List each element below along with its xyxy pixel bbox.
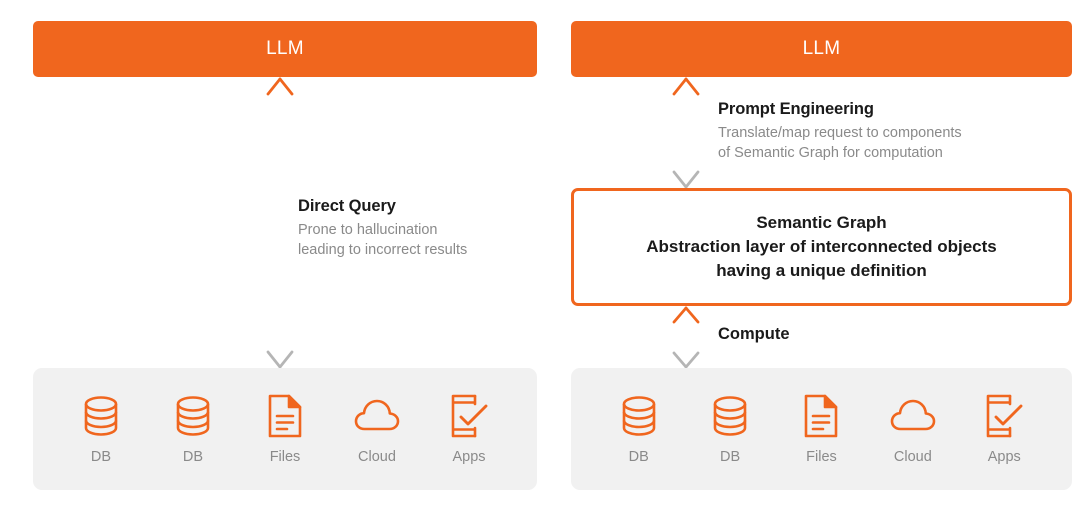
source-item-files-right[interactable]: Files	[781, 393, 861, 465]
llm-label-right: LLM	[802, 38, 841, 59]
direct-query-arrow	[258, 77, 302, 369]
semantic-graph-line2: having a unique definition	[716, 261, 927, 280]
semantic-graph-line1: Abstraction layer of interconnected obje…	[646, 237, 997, 256]
document-icon	[799, 393, 843, 439]
source-item-files-left[interactable]: Files	[245, 393, 325, 465]
source-item-apps-right[interactable]: Apps	[964, 393, 1044, 465]
source-tray-right: DB DB	[571, 368, 1072, 490]
llm-box-right[interactable]: LLM	[571, 21, 1072, 77]
source-item-db-1-right[interactable]: DB	[599, 393, 679, 465]
direct-query-line1: Prone to hallucination	[298, 222, 438, 238]
source-item-cloud-right[interactable]: Cloud	[873, 393, 953, 465]
semantic-graph-title: Semantic Graph	[756, 213, 887, 232]
database-icon	[708, 393, 752, 439]
source-label-db-2-right: DB	[720, 449, 741, 465]
llm-box-left[interactable]: LLM	[33, 21, 537, 77]
left-panel-direct-query: LLM Direct Query Prone to hallucination …	[33, 21, 537, 490]
database-icon	[171, 393, 215, 439]
prompt-engineering-line2: of Semantic Graph for computation	[718, 145, 943, 161]
cloud-icon	[354, 393, 400, 439]
source-item-db-2-left[interactable]: DB	[153, 393, 233, 465]
compute-arrow	[664, 306, 708, 369]
direct-query-line2: leading to incorrect results	[298, 242, 468, 258]
compute-callout: Compute	[718, 325, 790, 344]
database-icon	[617, 393, 661, 439]
cloud-icon	[890, 393, 936, 439]
prompt-engineering-title: Prompt Engineering	[718, 100, 874, 118]
prompt-engineering-callout: Prompt Engineering Translate/map request…	[718, 99, 962, 163]
direct-query-title: Direct Query	[298, 197, 396, 215]
compute-title: Compute	[718, 325, 790, 343]
source-label-db-1-right: DB	[628, 449, 649, 465]
prompt-engineering-arrow	[664, 77, 708, 189]
database-icon	[79, 393, 123, 439]
right-panel-semantic-graph: LLM Prompt Engineering Translate/map req…	[545, 0, 1089, 527]
source-item-apps-left[interactable]: Apps	[429, 393, 509, 465]
source-label-apps-left: Apps	[452, 449, 486, 465]
mobile-check-icon	[982, 393, 1026, 439]
semantic-graph-box[interactable]: Semantic Graph Abstraction layer of inte…	[571, 188, 1072, 306]
source-item-db-1-left[interactable]: DB	[61, 393, 141, 465]
source-label-files-left: Files	[269, 449, 301, 465]
source-tray-left: DB DB	[33, 368, 537, 490]
source-label-cloud-left: Cloud	[358, 449, 396, 465]
source-item-cloud-left[interactable]: Cloud	[337, 393, 417, 465]
prompt-engineering-line1: Translate/map request to components	[718, 125, 962, 141]
mobile-check-icon	[447, 393, 491, 439]
source-label-db-2-left: DB	[182, 449, 204, 465]
source-item-db-2-right[interactable]: DB	[690, 393, 770, 465]
source-label-db-1-left: DB	[90, 449, 112, 465]
source-label-files-right: Files	[806, 449, 837, 465]
document-icon	[263, 393, 307, 439]
source-label-cloud-right: Cloud	[893, 449, 932, 465]
llm-label-left: LLM	[266, 38, 304, 59]
source-label-apps-right: Apps	[987, 449, 1021, 465]
direct-query-callout: Direct Query Prone to hallucination lead…	[298, 196, 467, 260]
